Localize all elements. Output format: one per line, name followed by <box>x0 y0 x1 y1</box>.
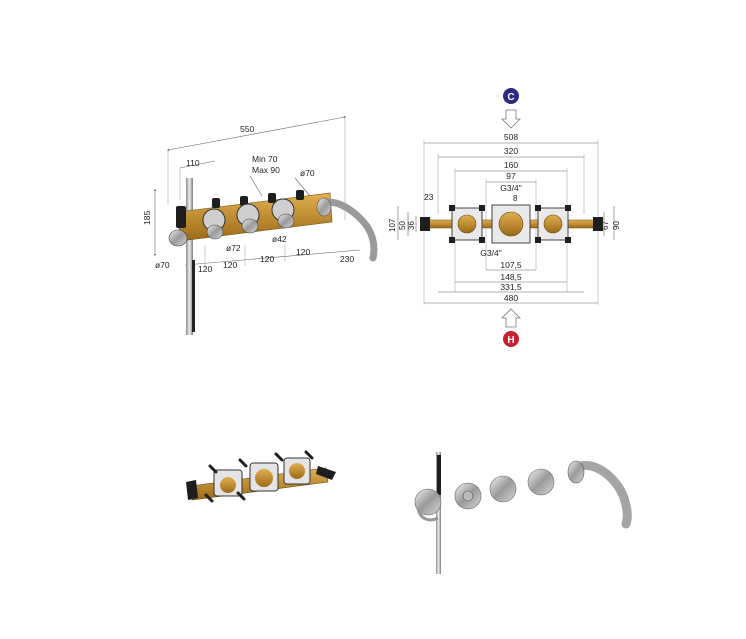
shower-holder <box>168 229 188 247</box>
valve-boxes <box>451 204 569 244</box>
front-dim-left-offset: 23 <box>424 192 434 202</box>
front-dim-bottom-2: 148,5 <box>500 272 522 282</box>
dim-spout-length: 230 <box>340 254 354 264</box>
dim-spacing-3: 120 <box>260 254 274 264</box>
shower-rail <box>186 178 193 335</box>
dim-holder-diameter: ø70 <box>155 260 170 270</box>
front-dim-right-h1: 67 <box>601 221 610 230</box>
hot-marker-label: H <box>507 335 514 346</box>
front-dim-bottom-1: 107,5 <box>500 260 522 270</box>
iso-view: 550 110 Min 70 Max 90 ø70 185 ø72 ø42 ø7… <box>142 116 378 335</box>
front-thread-top-small: 8 <box>513 194 518 203</box>
mounting-brackets <box>176 190 304 228</box>
front-dim-top-3: 160 <box>504 160 518 170</box>
front-thread-top: G3/4" <box>500 183 521 193</box>
dim-spacing-2: 120 <box>223 260 237 270</box>
front-dim-left-h1: 107 <box>388 218 397 232</box>
finished-set <box>414 452 632 574</box>
spout <box>318 199 378 262</box>
knobs <box>206 213 295 240</box>
front-dim-top-2: 320 <box>504 146 518 156</box>
cold-marker <box>503 88 519 104</box>
front-dim-top-1: 508 <box>504 132 518 142</box>
dim-spacing-1: 120 <box>198 264 212 274</box>
front-dim-bottom-4: 480 <box>504 293 518 303</box>
front-view: C <box>388 88 621 347</box>
cold-marker-label: C <box>507 92 514 103</box>
front-dim-left-h2: 50 <box>398 221 407 230</box>
dim-height: 185 <box>142 211 152 225</box>
cold-arrow <box>501 109 521 129</box>
front-dim-top-4: 97 <box>506 171 516 181</box>
dim-spacing-4: 120 <box>296 247 310 257</box>
dim-spout-diameter: ø70 <box>300 168 315 178</box>
front-dim-bottom-3: 331,5 <box>500 282 522 292</box>
front-dim-right-h2: 90 <box>612 221 621 230</box>
dim-depth-max: Max 90 <box>252 165 280 175</box>
dim-inner-diameter: ø42 <box>272 234 287 244</box>
dim-total-width: 550 <box>240 124 254 134</box>
rough-in-body <box>186 450 336 503</box>
front-thread-bottom: G3/4" <box>480 248 501 258</box>
dim-hand-shower-offset: 110 <box>186 158 200 168</box>
hose <box>192 260 195 332</box>
front-dim-left-h3: 36 <box>407 221 416 230</box>
dim-depth-min: Min 70 <box>252 154 278 164</box>
hot-marker <box>503 331 519 347</box>
dim-knob-diameter: ø72 <box>226 243 241 253</box>
hot-arrow <box>501 308 521 328</box>
